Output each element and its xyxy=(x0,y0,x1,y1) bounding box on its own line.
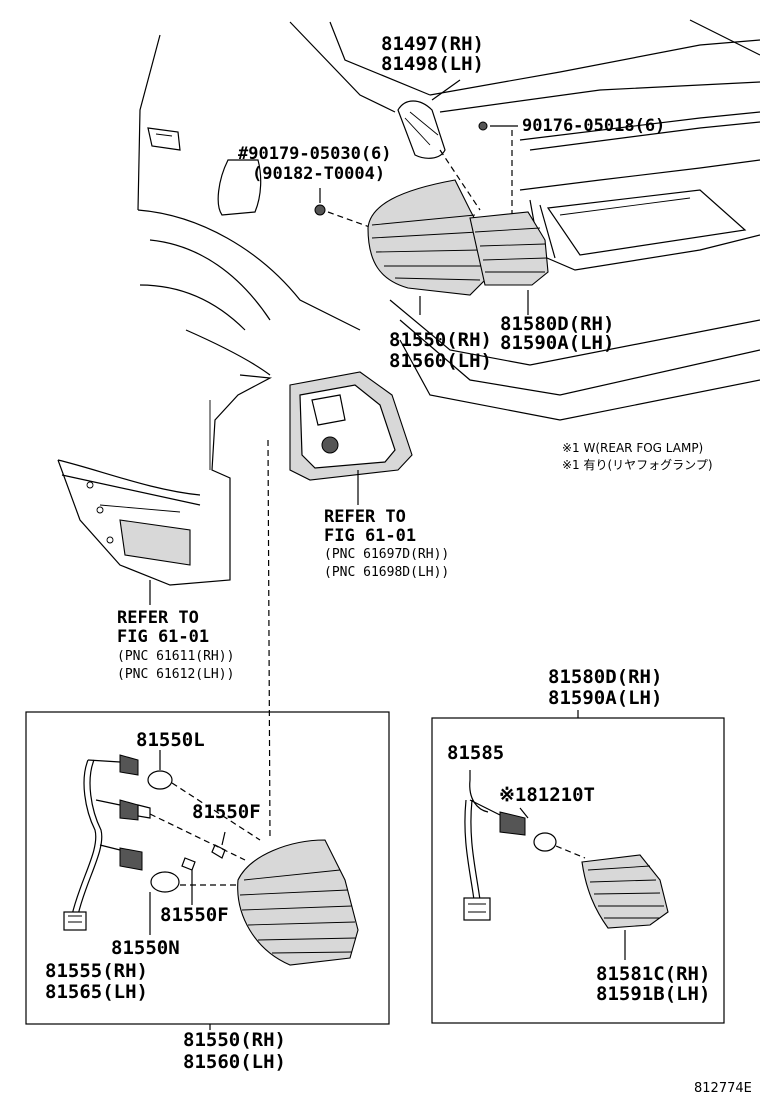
label-90182: (90182-T0004) xyxy=(252,164,386,184)
label-pnc-61612: (PNC 61612(LH)) xyxy=(117,667,235,682)
tail-lamp-inner-upper xyxy=(469,211,549,315)
inner-panel-middle xyxy=(289,371,413,505)
label-81550-rh-bot: 81550(RH) xyxy=(183,1029,286,1051)
label-pnc-61611: (PNC 61611(RH)) xyxy=(117,649,235,664)
label-fig-61-01-1: FIG 61-01 xyxy=(324,526,417,546)
wire-harness-81555 xyxy=(63,754,143,931)
box-81550-assembly xyxy=(25,711,390,1025)
tail-lamp-outer-upper xyxy=(367,179,486,315)
bulbs xyxy=(137,750,261,935)
dashed-leader xyxy=(267,439,271,841)
label-refer-to-2: REFER TO xyxy=(117,608,199,628)
label-pnc-61698d: (PNC 61698D(LH)) xyxy=(324,565,450,580)
label-refer-to-1: REFER TO xyxy=(324,507,406,527)
label-81580d-rh-box: 81580D(RH) xyxy=(548,666,663,688)
wire-harness-81585 xyxy=(463,770,586,921)
label-90176: 90176-05018(6) xyxy=(522,116,666,136)
label-pnc-61697d: (PNC 61697D(RH)) xyxy=(324,547,450,562)
label-81581c-rh: 81581C(RH) xyxy=(596,963,711,985)
label-81210t: ※181210T xyxy=(499,784,595,806)
label-81550-rh-top: 81550(RH) xyxy=(389,329,492,351)
label-81580d-rh-top: 81580D(RH) xyxy=(500,313,615,335)
label-81550f-a: 81550F xyxy=(192,801,261,823)
label-81550n: 81550N xyxy=(111,937,180,959)
quarter-panel-left xyxy=(57,329,273,605)
label-81555-rh: 81555(RH) xyxy=(45,960,148,982)
label-81497-rh: 81497(RH) xyxy=(381,33,484,55)
label-81591b-lh: 81591B(LH) xyxy=(596,983,711,1005)
car-body-outline xyxy=(137,19,760,421)
note-rear-fog-jp: ※1 有り(リヤフォグランプ) xyxy=(562,458,713,472)
label-81590a-lh-box: 81590A(LH) xyxy=(548,687,663,709)
tail-lamp-lower-left xyxy=(237,839,359,966)
label-90179: #90179-05030(6) xyxy=(238,144,392,164)
label-81498-lh: 81498(LH) xyxy=(381,53,484,75)
label-81590a-lh-top: 81590A(LH) xyxy=(500,332,615,354)
label-81565-lh: 81565(LH) xyxy=(45,981,148,1003)
label-81560-lh-top: 81560(LH) xyxy=(389,350,492,372)
label-fig-61-01-2: FIG 61-01 xyxy=(117,627,210,647)
lamp-lens-81581c xyxy=(581,854,669,960)
label-81560-lh-bot: 81560(LH) xyxy=(183,1051,286,1073)
label-81550l: 81550L xyxy=(136,729,205,751)
note-rear-fog-en: ※1 W(REAR FOG LAMP) xyxy=(562,441,704,455)
label-81585: 81585 xyxy=(447,742,505,764)
label-81550f-b: 81550F xyxy=(160,904,229,926)
bracket-81497 xyxy=(397,79,481,211)
figure-id: 812774E xyxy=(694,1081,752,1096)
